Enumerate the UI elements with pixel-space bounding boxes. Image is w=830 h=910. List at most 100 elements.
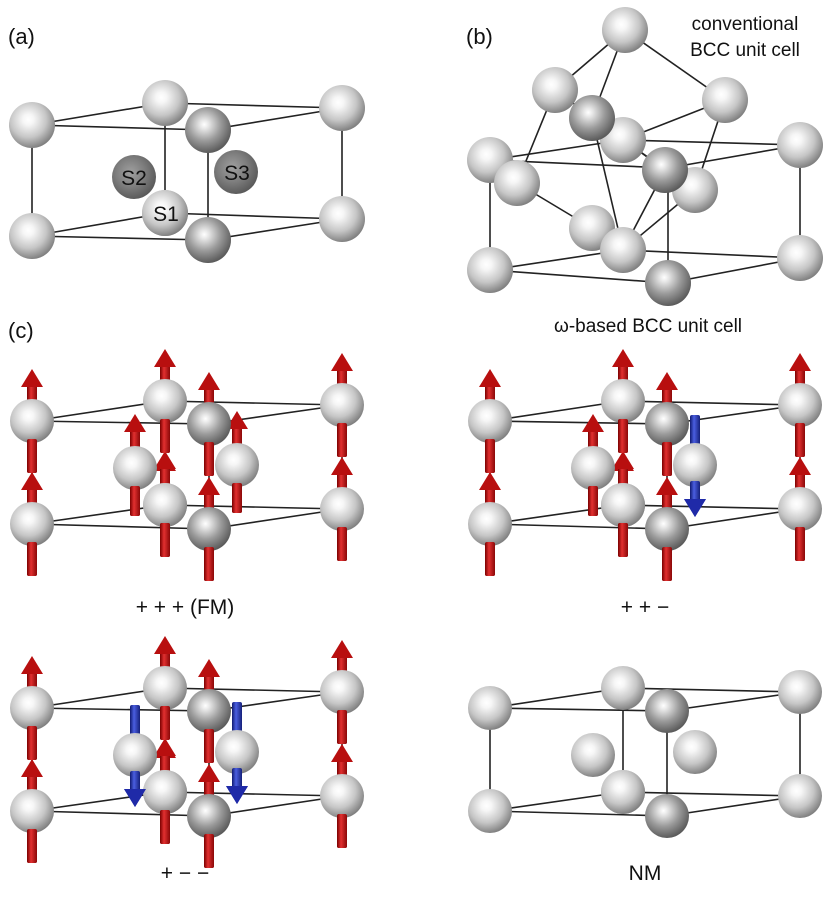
- atom-site-s1: [143, 483, 187, 527]
- conventional-cell-label-line2: BCC unit cell: [690, 40, 800, 61]
- site-label-s1: S1: [153, 203, 179, 226]
- atom-site-s3: [214, 150, 258, 194]
- spin-up-arrowhead: [21, 472, 43, 490]
- spin-down-arrow-tail: [232, 768, 242, 788]
- spin-down-arrowhead: [684, 499, 706, 517]
- atom: [778, 774, 822, 818]
- spin-up-arrow-tail: [337, 527, 347, 561]
- cell-edge: [622, 791, 801, 797]
- magnetic-configurations: [10, 349, 822, 868]
- atom: [10, 789, 54, 833]
- spin-up-arrow-tail: [662, 547, 672, 581]
- cell-edge: [208, 795, 343, 817]
- atom: [778, 383, 822, 427]
- cell-edge: [164, 687, 343, 693]
- cell-edge: [666, 691, 801, 712]
- spin-up-arrow-tail: [204, 729, 214, 763]
- spin-up-arrowhead: [331, 744, 353, 762]
- atom: [645, 794, 689, 838]
- atom: [187, 794, 231, 838]
- spin-up-arrowhead: [331, 640, 353, 658]
- spin-up-arrow-tail: [337, 710, 347, 744]
- cell-edge: [666, 795, 801, 817]
- cell-edge: [489, 810, 668, 817]
- spin-up-arrow-tail: [795, 527, 805, 561]
- atom: [468, 399, 512, 443]
- cell-edge: [31, 791, 166, 812]
- spin-up-arrowhead: [226, 411, 248, 429]
- spin-up-arrowhead: [582, 414, 604, 432]
- panel-b: (b) conventional BCC unit cell: [466, 7, 823, 337]
- config-cell-nm: [468, 666, 822, 838]
- spin-up-arrowhead: [789, 457, 811, 475]
- spin-up-arrowhead: [198, 372, 220, 390]
- spin-up-arrowhead: [479, 472, 501, 490]
- atom: [494, 160, 540, 206]
- atom-site-s2: [112, 155, 156, 199]
- cell-edges: [31, 687, 343, 817]
- atom: [645, 402, 689, 446]
- atom: [532, 67, 578, 113]
- atom: [319, 85, 365, 131]
- atom: [142, 80, 188, 126]
- spin-up-arrow-tail: [795, 423, 805, 457]
- omega-cell-caption: ω-based BCC unit cell: [554, 316, 742, 337]
- atom: [319, 196, 365, 242]
- atom: [602, 7, 648, 53]
- atoms: [467, 7, 823, 306]
- site-label-s3: S3: [224, 162, 250, 185]
- cell-edge: [489, 707, 668, 712]
- cell-edge: [666, 404, 801, 425]
- spin-up-arrowhead: [198, 659, 220, 677]
- atom: [320, 670, 364, 714]
- atom: [645, 689, 689, 733]
- cell-edge: [622, 504, 801, 510]
- spin-up-arrowhead: [198, 764, 220, 782]
- spin-up-arrow-tail: [27, 542, 37, 576]
- atom: [187, 507, 231, 551]
- atom: [468, 502, 512, 546]
- atom: [645, 507, 689, 551]
- spin-up-arrowhead: [154, 349, 176, 367]
- atom-site-s3: [673, 730, 717, 774]
- atom: [10, 686, 54, 730]
- atom-site-s1: [601, 483, 645, 527]
- cell-edge: [31, 810, 210, 817]
- spin-up-arrow-tail: [160, 810, 170, 840]
- atom: [320, 487, 364, 531]
- atom: [10, 502, 54, 546]
- cell-edge: [164, 791, 343, 797]
- spin-down-arrow-tail: [690, 481, 700, 501]
- spin-up-arrowhead: [154, 636, 176, 654]
- config-label-fm: + + + (FM): [136, 596, 235, 619]
- site-label-s2: S2: [121, 167, 147, 190]
- atom: [777, 235, 823, 281]
- spin-up-arrow-tail: [618, 419, 628, 453]
- panel-c-tag: (c): [8, 318, 34, 343]
- spin-up-arrow-tail: [27, 726, 37, 760]
- spin-up-arrowhead: [124, 414, 146, 432]
- spin-up-arrowhead: [656, 372, 678, 390]
- spin-up-arrow-tail: [232, 483, 242, 513]
- spin-up-arrow-tail: [204, 834, 214, 868]
- cell-edge: [489, 523, 668, 530]
- atom: [702, 77, 748, 123]
- spin-up-arrowhead: [479, 369, 501, 387]
- atom: [143, 666, 187, 710]
- cell-edge: [208, 691, 343, 712]
- spin-up-arrow-tail: [588, 486, 598, 516]
- atom-site-s3: [215, 730, 259, 774]
- atom-site-s1: [601, 770, 645, 814]
- atom: [187, 689, 231, 733]
- config-cell-fm: [10, 349, 364, 581]
- spin-up-arrowhead: [331, 457, 353, 475]
- cell-edges: [31, 400, 343, 530]
- atom: [467, 247, 513, 293]
- cell-edge: [666, 508, 801, 530]
- cell-edge: [31, 707, 210, 712]
- spin-up-arrowhead: [789, 353, 811, 371]
- spin-up-arrow-tail: [204, 442, 214, 476]
- spin-up-arrowhead: [331, 353, 353, 371]
- spin-up-arrow-tail: [485, 439, 495, 473]
- spin-up-arrowhead: [656, 477, 678, 495]
